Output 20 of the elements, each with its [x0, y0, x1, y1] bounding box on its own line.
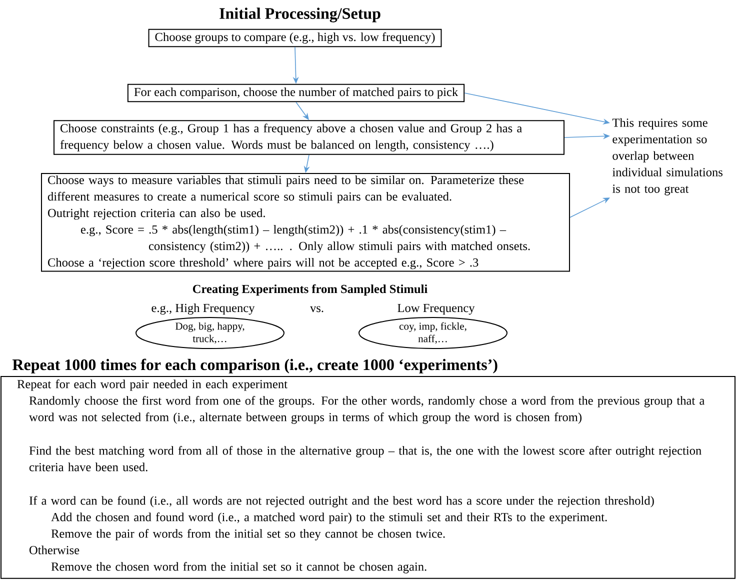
node-label: Remove the chosen word from the initial set so it cannot be chosen again.	[51, 562, 426, 574]
node-label: Otherwise	[30, 546, 80, 554]
process-box: Choose ways to measure variables that stimuli pairs need to be similar on. Parameterize these different measures to create a numerical score so stimuli pairs can be evaluated. Outright rejection criteria can also be used. e.g., Score = .5 * abs(length(stim1) – length(stim2)) + .1 * abs(consistency(stim1) – consistency (stim2)) + ….. . Only allow stimuli pairs with matched onsets. Choose a ‘rejection score threshold’ where pairs will not be accepted e.g., Score > .3	[41, 173, 570, 272]
node-label: If a word can be found (i.e., all words are not rejected outright and the best word has a score under the rejection threshold)	[29, 496, 654, 508]
note-text: This requires some experimentation so overlap between individual simulations is not too great	[612, 118, 722, 196]
node-label: Add the chosen and found word (i.e., a matched word pair) to the stimuli set and their RTs to the experiment.	[51, 512, 607, 524]
group-heading: e.g., High Frequency	[152, 303, 255, 315]
process-box: Choose constraints (e.g., Group 1 has a frequency above a chosen value and Group 2 has a frequency below a chosen value. Words must be balanced on length, consistency ….)	[54, 120, 564, 155]
node-label: Remove the pair of words from the initial set so they cannot be chosen twice.	[51, 529, 445, 540]
section-heading: Repeat 1000 times for each comparison (i.e., create 1000 ‘experiments’)	[12, 358, 498, 374]
process-box: For each comparison, choose the number of matched pairs to pick	[127, 84, 465, 102]
title: Initial Processing/Setup	[220, 8, 380, 22]
versus-label: vs.	[310, 306, 324, 312]
process-box: Choose groups to compare (e.g., high vs. low frequency)	[148, 28, 442, 48]
node-label: Find the best matching word from all of those in the alternative group – that is, the one with the lowest score after outright rejection criteria have been used.	[29, 446, 702, 472]
node-label: Repeat for each word pair needed in each experiment	[17, 380, 288, 391]
group-heading: Low Frequency	[398, 304, 475, 315]
section-label: Creating Experiments from Sampled Stimuli	[192, 284, 428, 296]
loop-box: Repeat for each word pair needed in each experiment Randomly choose the first word from one of the groups. For the other words, randomly chose a word from the previous group that a word was not selected from (i.e., alternate between groups in terms of which group the word is chosen from) Find the best matching word from all of those in the alternative group – that is, the one with the lowest score after outright rejection criteria have been used. If a word can be found (i.e., all words are not rejected outright and the best word has a score under the rejection threshold) Add the chosen and found word (i.e., a matched word pair) to the stimuli set and their RTs to the experiment. Remove the pair of words from the initial set so they cannot be chosen twice. Otherwise Remove the chosen word from the initial set so it cannot be chosen again.	[0, 376, 736, 579]
node-label: Randomly choose the first word from one of the groups. For the other words, randomly chose a word from the previous group that a word was not selected from (i.e., alternate between groups in terms of which group the word is chosen from)	[29, 396, 705, 424]
